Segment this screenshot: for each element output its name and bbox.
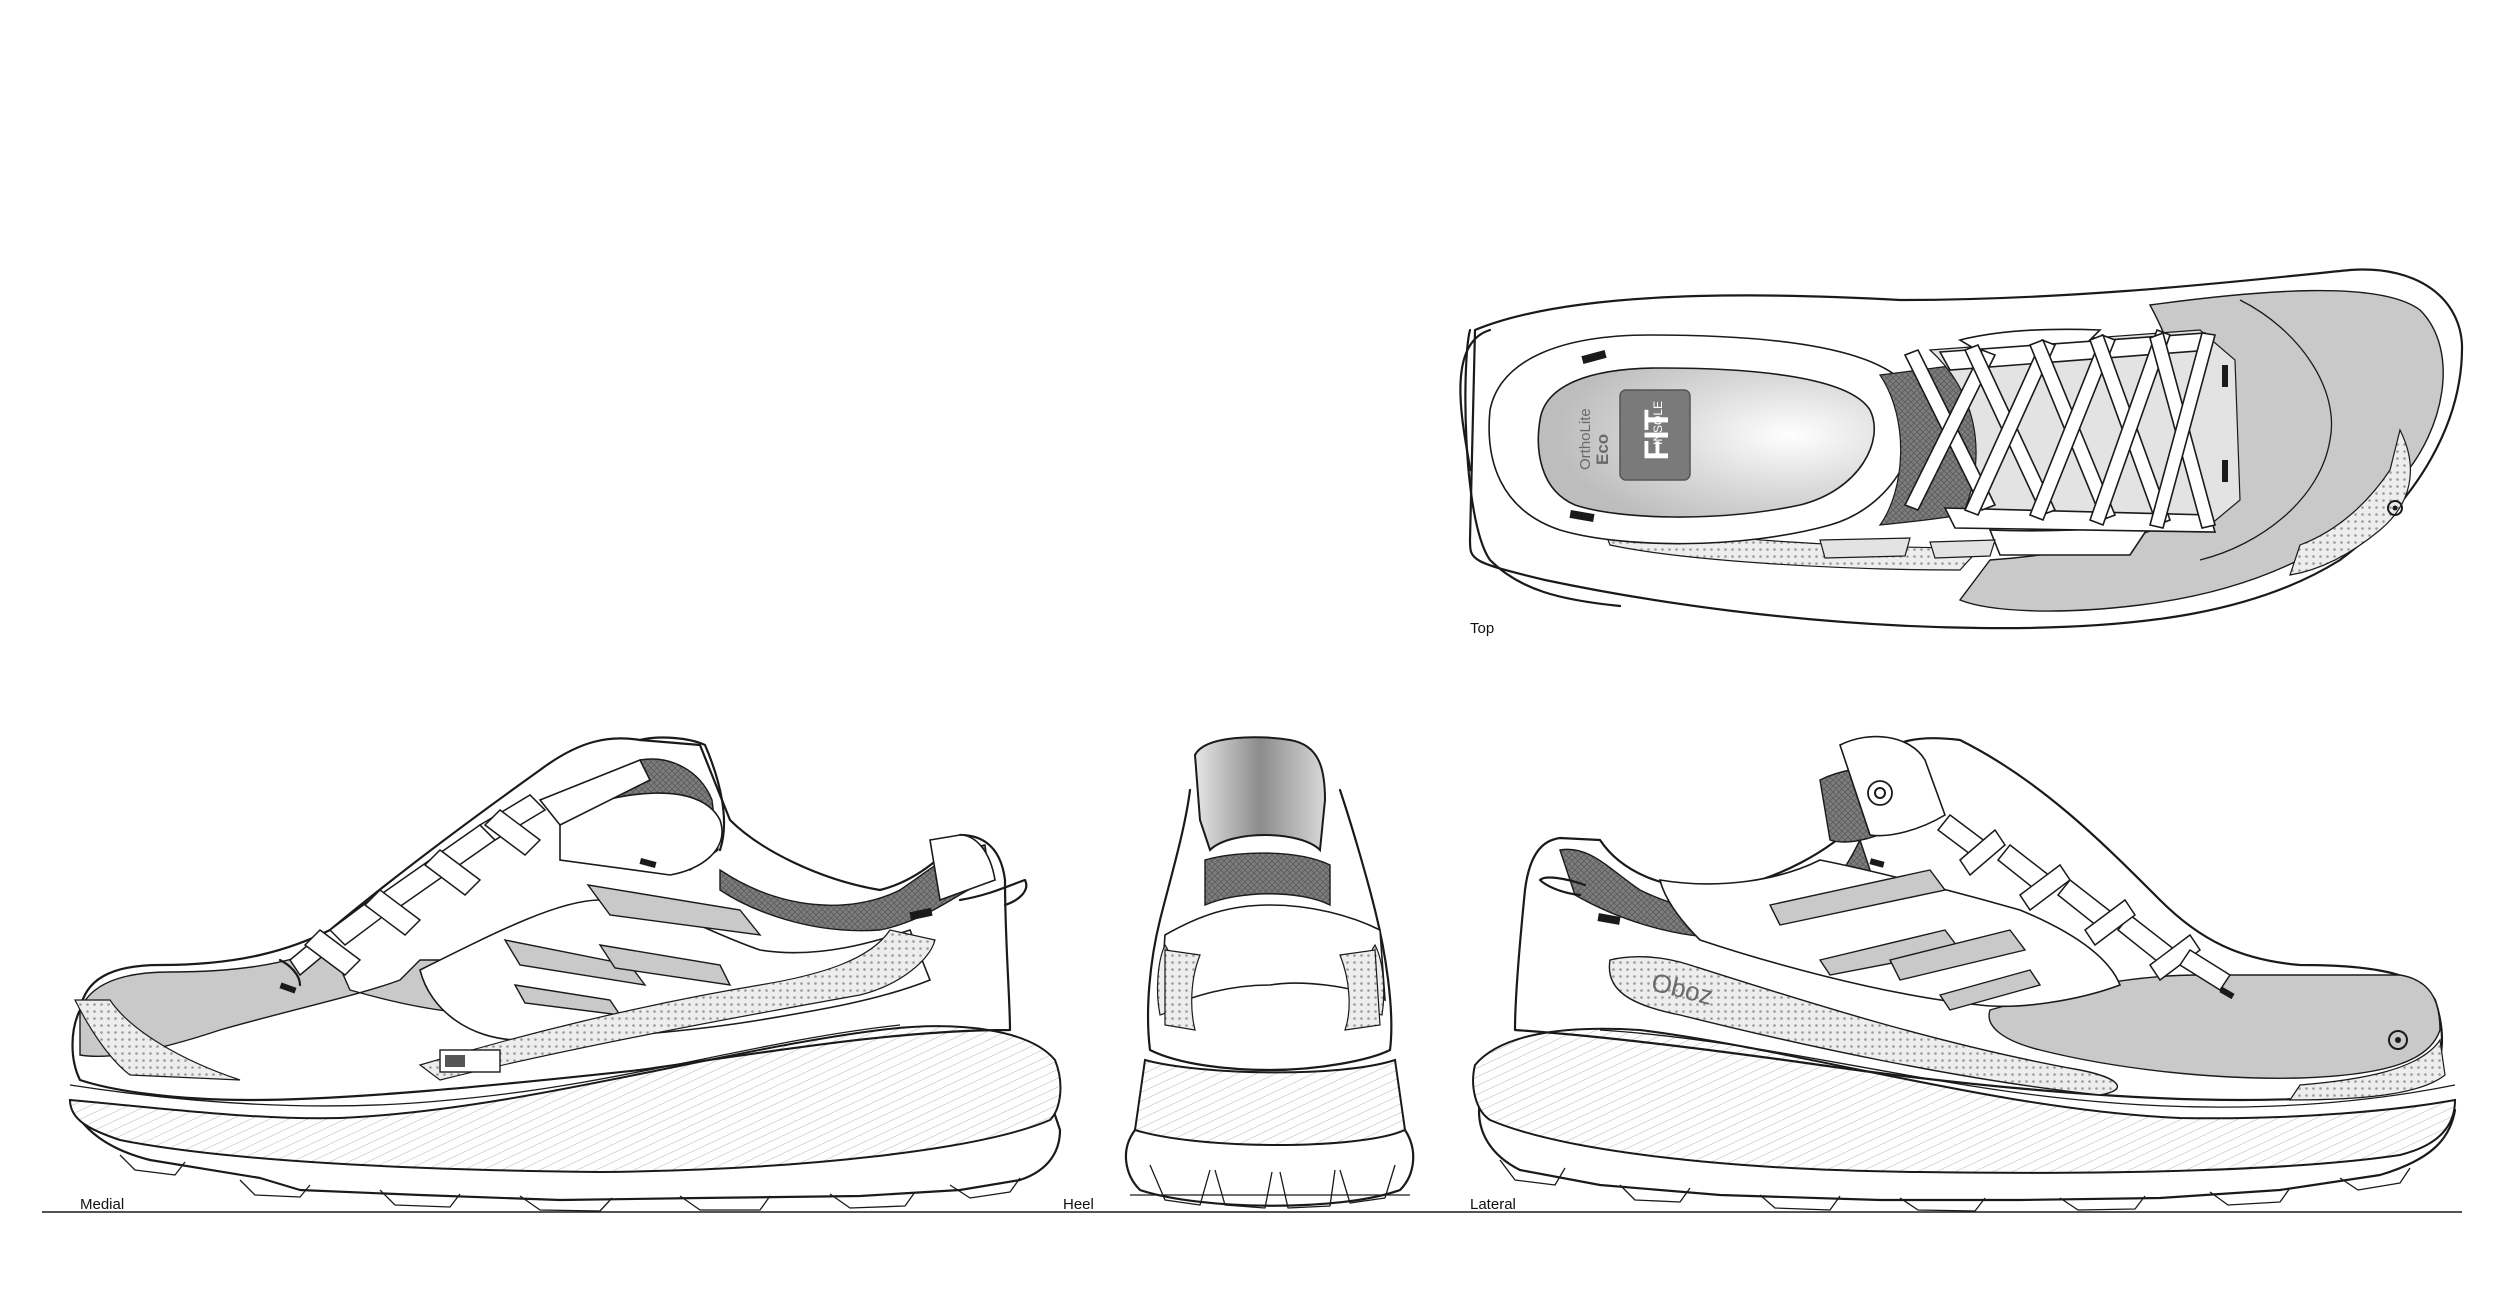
top-view-shoe: FIT INSOLE OrthoLite Eco bbox=[1459, 268, 2464, 630]
insole-brand: OrthoLite bbox=[1577, 408, 1594, 470]
view-label-medial: Medial bbox=[80, 1196, 125, 1213]
insole-word: INSOLE bbox=[1651, 401, 1665, 445]
view-label-heel: Heel bbox=[1063, 1196, 1094, 1213]
medial-view-shoe bbox=[68, 736, 1062, 1212]
insole-eco: Eco bbox=[1593, 434, 1612, 465]
view-label-lateral: Lateral bbox=[1470, 1196, 1516, 1213]
heel-view-shoe bbox=[1124, 736, 1415, 1209]
insole-print: FIT bbox=[1619, 389, 1691, 481]
lateral-view-shoe: Oboz bbox=[1472, 735, 2457, 1212]
insole-fit-mark: FIT bbox=[1638, 409, 1676, 460]
view-label-top: Top bbox=[1470, 620, 1495, 637]
